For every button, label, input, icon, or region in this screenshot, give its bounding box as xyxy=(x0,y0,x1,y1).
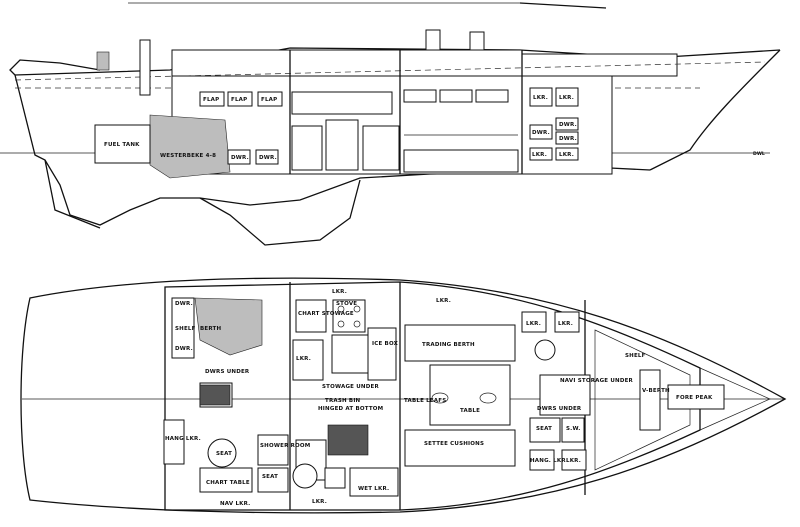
plan-label-lkr-top: LKR. xyxy=(332,289,347,295)
plan-hull xyxy=(20,277,787,514)
plan-label-shelf: SHELF xyxy=(175,326,196,332)
label-westerbeke: WESTERBEKE 4-8 xyxy=(160,153,216,159)
plan-label-trash-bin: TRASH BIN xyxy=(325,398,361,404)
plan-label-shelf-right: SHELF xyxy=(625,353,646,359)
plan-label-table-leafs: TABLE LEAFS xyxy=(404,398,446,404)
plan-label-trading-berth: TRADING BERTH xyxy=(422,342,475,348)
label-fuel-tank: FUEL TANK xyxy=(104,142,140,148)
label-dwr-5: DWR. xyxy=(559,136,577,142)
label-lkr-1: LKR. xyxy=(533,95,548,101)
plan-label-nav-lkr: NAV LKR. xyxy=(220,501,250,507)
plan-label-dwr-left-2: DWR. xyxy=(175,346,193,352)
title-rule xyxy=(128,2,607,9)
label-dwl: DWL xyxy=(753,151,765,157)
cabin-trunk xyxy=(171,49,523,77)
label-lkr-3: LKR. xyxy=(532,152,547,158)
plan-label-chart-stowage: CHART STOWAGE xyxy=(298,311,354,317)
plan-label-dwr-under-left: DWRS UNDER xyxy=(205,369,250,375)
profile-view: FUEL TANK WESTERBEKE 4-8 FLAP FLAP FLAP … xyxy=(0,29,781,246)
plan-label-sw: S.W. xyxy=(566,426,581,432)
label-lkr-2: LKR. xyxy=(559,95,574,101)
plan-label-v-berth: V-BERTH xyxy=(642,388,670,394)
plan-label-hang-lkr-right: HANG. LKR. xyxy=(530,458,568,464)
plan-label-lkr-bottom-right: LKR. xyxy=(566,458,581,464)
label-dwr-1: DWR. xyxy=(231,155,249,161)
plan-label-table: TABLE xyxy=(460,408,480,414)
plan-label-navi-storage: NAVI STORAGE UNDER xyxy=(560,378,634,384)
keel xyxy=(199,179,361,246)
plan-label-chart-table: CHART TABLE xyxy=(206,480,250,486)
profile-bow xyxy=(649,49,781,171)
rudder xyxy=(44,159,101,229)
plan-label-lkr-bottom: LKR. xyxy=(312,499,327,505)
plan-label-settee: SETTEE CUSHIONS xyxy=(424,441,484,447)
plan-label-hang-lkr-left: HANG LKR. xyxy=(165,436,201,442)
plan-label-lkr-center: LKR. xyxy=(296,356,311,362)
label-dwr-3: DWR. xyxy=(532,130,550,136)
plan-label-ice-box: ICE BOX xyxy=(372,341,399,347)
plan-label-wet-lkr: WET LKR. xyxy=(358,486,389,492)
plan-label-dwr-left: DWR. xyxy=(175,301,193,307)
plan-label-lkr-right-b: LKR. xyxy=(558,321,573,327)
plan-label-dwr-under-right: DWRS UNDER xyxy=(537,406,582,412)
plan-label-stowage-under: STOWAGE UNDER xyxy=(322,384,379,390)
plan-label-seat-left: SEAT xyxy=(216,451,232,457)
label-dwr-2: DWR. xyxy=(259,155,277,161)
plan-label-stove: STOVE xyxy=(336,301,357,307)
plan-label-seat-right: SEAT xyxy=(536,426,552,432)
label-dwr-4: DWR. xyxy=(559,122,577,128)
label-lkr-4: LKR. xyxy=(559,152,574,158)
plan-label-berth-left: BERTH xyxy=(200,326,221,332)
label-flap-2: FLAP xyxy=(231,97,247,103)
plan-label-lkr-right-a: LKR. xyxy=(526,321,541,327)
plan-label-seat-center: SEAT xyxy=(262,474,278,480)
plan-label-shower-room: SHOWER ROOM xyxy=(260,443,310,449)
plan-view: LKR. STOVE DWR. SHELF DWR. BERTH CHART S… xyxy=(20,277,787,514)
label-flap-1: FLAP xyxy=(203,97,219,103)
label-flap-3: FLAP xyxy=(261,97,277,103)
plan-label-hinged: HINGED AT BOTTOM xyxy=(318,406,383,412)
plan-label-lkr-right-top: LKR. xyxy=(436,298,451,304)
plan-label-fore-peak: FORE PEAK xyxy=(676,395,713,401)
